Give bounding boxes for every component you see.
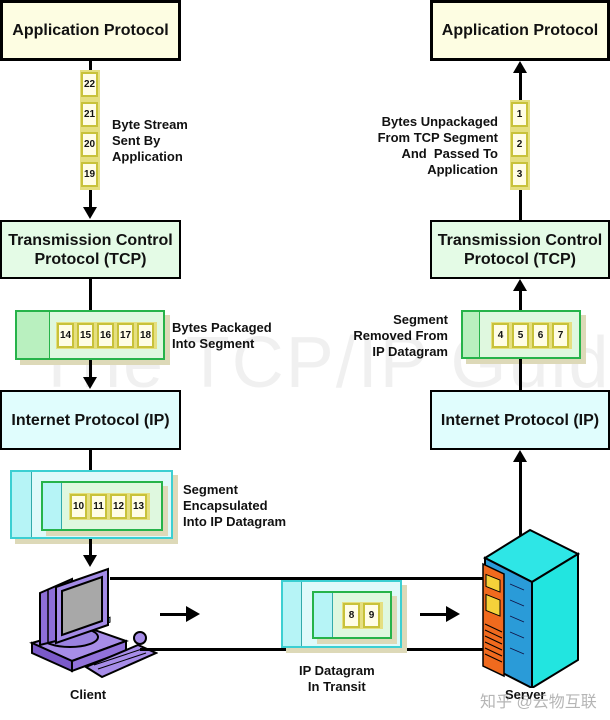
segment-bytes: 8 9 [342, 602, 383, 629]
caption-line: From TCP Segment [377, 130, 498, 145]
caption-line: Removed From [353, 328, 448, 343]
connector-line [519, 72, 522, 100]
arrow-right-icon [186, 606, 200, 622]
client-tcp-segment: 14 15 16 17 18 [15, 310, 165, 360]
byte-stream-caption: Byte Stream Sent By Application [112, 117, 188, 165]
byte-cell: 1 [511, 102, 528, 127]
byte-cell: 11 [90, 494, 107, 519]
server-label: Server [505, 687, 546, 702]
byte-cell: 13 [130, 494, 147, 519]
server-tower-icon [482, 528, 580, 688]
caption-line: Sent By [112, 133, 161, 148]
client-byte-stream: 22 21 20 19 [80, 70, 100, 190]
client-computer-icon [29, 567, 158, 679]
byte-cell: 19 [81, 162, 98, 187]
connector-line [89, 450, 92, 470]
transit-caption: IP Datagram In Transit [299, 663, 375, 695]
caption-line: IP Datagram [372, 344, 448, 359]
byte-cell: 9 [363, 603, 380, 628]
datagram-caption: Segment Encapsulated Into IP Datagram [183, 482, 286, 530]
datagram-header [12, 472, 32, 537]
segment-bytes: 14 15 16 17 18 [56, 322, 157, 349]
byte-cell: 16 [97, 323, 114, 348]
caption-line: Into IP Datagram [183, 514, 287, 529]
unpack-caption: Bytes Unpackaged From TCP Segment And Pa… [340, 114, 498, 178]
segment-removed-caption: Segment Removed From IP Datagram [330, 312, 448, 360]
byte-cell: 7 [552, 323, 569, 348]
caption-line: Segment [183, 482, 238, 497]
transit-arrow-shaft [420, 613, 450, 616]
connector-line [519, 359, 522, 390]
arrow-right-icon [446, 606, 460, 622]
network-link-bottom [140, 648, 490, 651]
caption-line: Application [112, 149, 183, 164]
segment-header [463, 312, 480, 357]
connector-line [89, 61, 92, 70]
server-application-protocol-box: Application Protocol [430, 0, 610, 61]
connector-line [519, 190, 522, 220]
zhihu-watermark: 知乎 @云物互联 [480, 694, 597, 711]
byte-cell: 18 [137, 323, 154, 348]
client-label: Client [70, 687, 107, 702]
byte-cell: 20 [81, 132, 98, 157]
caption-line: Encapsulated [183, 498, 268, 513]
arrow-up-icon [513, 450, 527, 462]
caption-line: Application [427, 162, 498, 177]
client-application-protocol-box: Application Protocol [0, 0, 181, 61]
byte-cell: 10 [70, 494, 87, 519]
transit-arrow-shaft [160, 613, 190, 616]
byte-cell: 22 [81, 72, 98, 97]
server-tcp-box: Transmission Control Protocol (TCP) [430, 220, 610, 279]
connector-line [519, 290, 522, 310]
byte-cell: 3 [511, 162, 528, 187]
caption-line: And Passed To [401, 146, 498, 161]
byte-cell: 8 [343, 603, 360, 628]
byte-cell: 17 [117, 323, 134, 348]
caption-line: Segment [393, 312, 448, 327]
encapsulated-segment: 10 11 12 13 [41, 481, 163, 531]
caption-line: In Transit [307, 679, 366, 694]
arrow-up-icon [513, 61, 527, 73]
segment-header [17, 312, 50, 358]
caption-line: Into Segment [172, 336, 255, 351]
client-ip-datagram: 10 11 12 13 [10, 470, 173, 539]
connector-line [89, 539, 92, 556]
byte-cell: 5 [512, 323, 529, 348]
byte-cell: 21 [81, 102, 98, 127]
byte-cell: 6 [532, 323, 549, 348]
segment-bytes: 4 5 6 7 [491, 322, 572, 349]
byte-cell: 14 [57, 323, 74, 348]
datagram-header [283, 582, 302, 646]
connector-line [89, 190, 92, 208]
byte-cell: 15 [77, 323, 94, 348]
byte-cell: 4 [492, 323, 509, 348]
arrow-up-icon [513, 279, 527, 291]
server-tcp-segment: 4 5 6 7 [461, 310, 581, 359]
network-link-top [110, 577, 490, 580]
server-byte-stream: 1 2 3 [510, 100, 530, 190]
connector-line [89, 279, 92, 310]
byte-cell: 2 [511, 132, 528, 157]
arrow-down-icon [83, 207, 97, 219]
server-ip-box: Internet Protocol (IP) [430, 390, 610, 450]
byte-cell: 12 [110, 494, 127, 519]
segment-header [43, 483, 62, 529]
transit-segment: 8 9 [312, 591, 392, 639]
connector-line [89, 360, 92, 378]
client-tcp-box: Transmission Control Protocol (TCP) [0, 220, 181, 279]
segment-header [314, 593, 333, 637]
segment-caption: Bytes Packaged Into Segment [172, 320, 272, 352]
arrow-down-icon [83, 377, 97, 389]
segment-bytes: 10 11 12 13 [69, 493, 150, 520]
caption-line: IP Datagram [299, 663, 375, 678]
caption-line: Bytes Unpackaged [381, 114, 498, 129]
caption-line: Byte Stream [112, 117, 188, 132]
client-ip-box: Internet Protocol (IP) [0, 390, 181, 450]
arrow-down-icon [83, 555, 97, 567]
connector-line [519, 461, 522, 536]
caption-line: Bytes Packaged [172, 320, 272, 335]
transit-ip-datagram: 8 9 [281, 580, 402, 648]
